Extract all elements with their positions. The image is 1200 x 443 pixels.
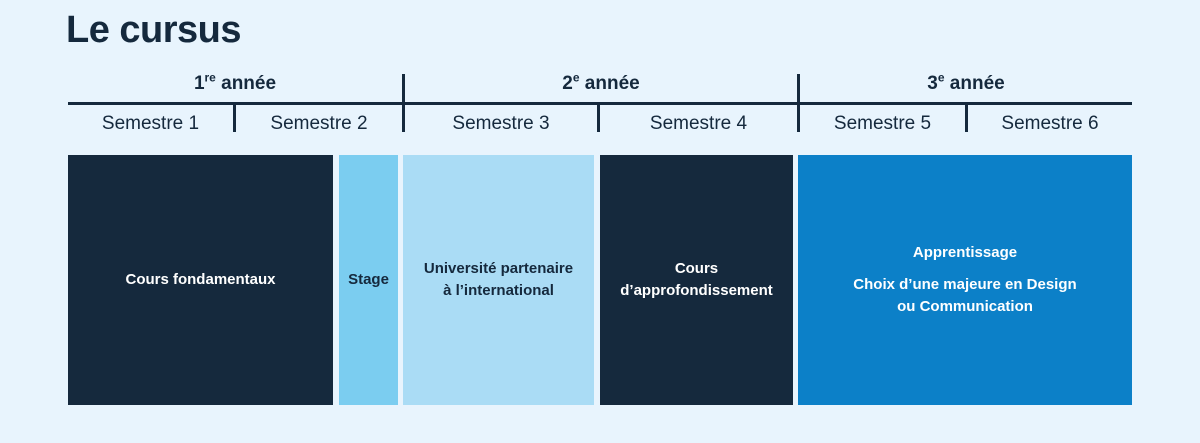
year-1-ordinal: re (204, 70, 216, 85)
year-1-suffix: année (215, 73, 277, 94)
semester-label-4: Semestre 4 (649, 113, 748, 134)
divider-annee-2-3 (797, 74, 800, 132)
block-universite-partenaire-label: Université partenaire (423, 260, 574, 278)
page-title: Le cursus (66, 9, 242, 51)
divider-semestre-1-2 (233, 102, 236, 132)
block-cours-fondamentaux[interactable]: Cours fondamentaux (68, 155, 333, 405)
year-2-suffix: année (579, 73, 640, 94)
block-apprentissage-text: Apprentissage Choix d’une majeure en Des… (853, 242, 1076, 317)
block-universite-partenaire-sublabel: à l’international (443, 282, 554, 299)
semester-label-5: Semestre 5 (833, 113, 932, 134)
year-label-2: 2e année (405, 70, 797, 100)
block-stage[interactable]: Stage (339, 155, 398, 405)
year-3-ordinal: e (937, 70, 945, 85)
semester-label-2: Semestre 2 (270, 113, 368, 134)
year-2-number: 2 (562, 73, 573, 94)
year-1-number: 1 (193, 73, 205, 94)
block-apprentissage-sublabel2: ou Communication (897, 297, 1033, 315)
year-label-3: 3e année (800, 70, 1132, 100)
block-apprentissage-label: Apprentissage (912, 244, 1018, 262)
divider-semestre-5-6 (965, 102, 968, 132)
year-3-number: 3 (927, 73, 938, 94)
block-cours-approfondissement[interactable]: Cours d’approfondissement (600, 155, 793, 405)
divider-semestre-3-4 (597, 102, 600, 132)
block-cours-approfondissement-sublabel: d’approfondissement (620, 282, 773, 299)
semester-label-1: Semestre 1 (101, 113, 200, 134)
block-cours-approfondissement-label: Cours (674, 260, 719, 278)
timeline-baseline (68, 102, 1132, 105)
year-label-1: 1re année (68, 70, 402, 100)
year-2-ordinal: e (572, 70, 580, 85)
semester-label-6: Semestre 6 (1001, 113, 1099, 134)
block-universite-partenaire-text: Université partenaire à l’international (424, 258, 573, 302)
block-cours-fondamentaux-label: Cours fondamentaux (125, 271, 276, 289)
timeline-header: 1re année 2e année 3e année Semestre 1 S… (68, 70, 1132, 140)
divider-annee-1-2 (402, 74, 405, 132)
block-universite-partenaire[interactable]: Université partenaire à l’international (403, 155, 594, 405)
semester-label-3: Semestre 3 (452, 113, 550, 134)
block-apprentissage[interactable]: Apprentissage Choix d’une majeure en Des… (798, 155, 1132, 405)
block-cours-approfondissement-text: Cours d’approfondissement (620, 258, 773, 302)
curriculum-blocks: Cours fondamentaux Stage Université part… (0, 155, 1200, 405)
block-apprentissage-sublabel: Choix d’une majeure en Design (853, 276, 1077, 294)
year-3-suffix: année (944, 73, 1005, 94)
block-stage-label: Stage (348, 271, 389, 289)
